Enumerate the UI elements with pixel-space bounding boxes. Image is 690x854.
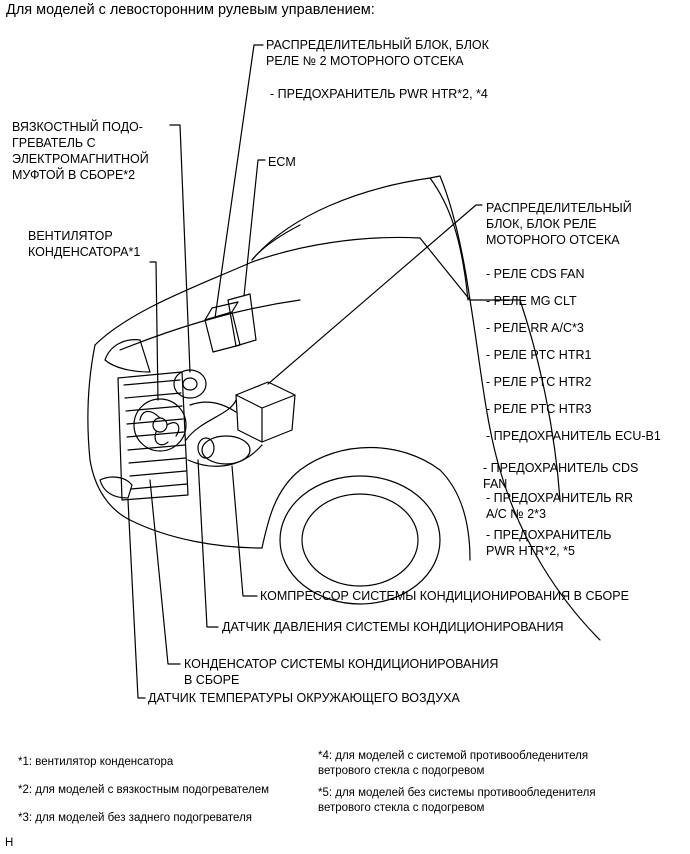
leader-pressure-sensor <box>197 459 219 628</box>
side-body <box>469 299 601 641</box>
ac-pipes <box>185 399 263 467</box>
a-pillar <box>429 177 469 301</box>
label-pressure-sensor: ДАТЧИК ДАВЛЕНИЯ СИСТЕМЫ КОНДИЦИОНИРОВАНИ… <box>222 620 564 634</box>
relay-item-2: - РЕЛЕ RR A/C*3 <box>486 321 584 335</box>
footnote-3: *3: для моделей без заднего подогревател… <box>18 812 253 824</box>
leader-compressor <box>231 465 258 597</box>
relay-item-6: - ПРЕДОХРАНИТЕЛЬ ECU-B1 <box>486 429 661 443</box>
label-compressor: КОМПРЕССОР СИСТЕМЫ КОНДИЦИОНИРОВАНИЯ В С… <box>260 589 629 603</box>
fog-lamp <box>99 476 133 499</box>
footnote-1: *1: вентилятор конденсатора <box>18 756 174 768</box>
label-ambient-sensor: ДАТЧИК ТЕМПЕРАТУРЫ ОКРУЖАЮЩЕГО ВОЗДУХА <box>148 691 460 705</box>
relay-block-2-part <box>204 311 241 353</box>
label-viscous-heater: ВЯЗКОСТНЫЙ ПОДО- ГРЕВАТЕЛЬ С ЭЛЕКТРОМАГН… <box>12 120 149 182</box>
label-condenser: КОНДЕНСАТОР СИСТЕМЫ КОНДИЦИОНИРОВАНИЯ В … <box>184 657 499 687</box>
leader-condenser-fan <box>149 261 159 401</box>
ecm-part <box>227 293 257 347</box>
fender-line <box>261 447 471 561</box>
relay-item-1: - РЕЛЕ MG CLT <box>486 294 577 308</box>
label-relay-block-2: РАСПРЕДЕЛИТЕЛЬНЫЙ БЛОК, БЛОК РЕЛЕ № 2 МО… <box>266 38 489 68</box>
relay-item-0: - РЕЛЕ CDS FAN <box>486 267 585 281</box>
front-wheel <box>279 475 441 605</box>
relay-item-4: - РЕЛЕ PTC HTR2 <box>486 375 592 389</box>
roof-line <box>251 224 301 261</box>
label-ecm: ECM <box>268 155 296 169</box>
door-line <box>469 299 561 501</box>
corner-mark: H <box>5 837 14 849</box>
condenser-fan-part <box>133 398 187 452</box>
relay-item-8: - ПРЕДОХРАНИТЕЛЬ RR A/C № 2*3 <box>486 491 634 521</box>
relay-item-5: - РЕЛЕ PTC HTR3 <box>486 402 592 416</box>
leader-ambient-sensor <box>127 499 146 699</box>
front-fascia <box>87 344 131 521</box>
leader-condenser <box>149 479 181 665</box>
label-relay-block: РАСПРЕДЕЛИТЕЛЬНЫЙ БЛОК, БЛОК РЕЛЕ МОТОРН… <box>486 201 632 247</box>
footnote-4: *4: для моделей с системой противообледе… <box>318 750 589 777</box>
front-bumper <box>129 519 263 549</box>
footnote-5: *5: для моделей без системы противооблед… <box>318 787 596 814</box>
leader-ecm <box>243 159 266 297</box>
relay-item-3: - РЕЛЕ PTC HTR1 <box>486 348 592 362</box>
page-title: Для моделей с левосторонним рулевым упра… <box>6 2 375 18</box>
front-wheel-hub <box>301 493 419 587</box>
leader-viscous-heater <box>169 124 191 373</box>
label-relay-block-2-item: - ПРЕДОХРАНИТЕЛЬ PWR HTR*2, *4 <box>270 87 488 101</box>
hood-crease <box>119 299 301 351</box>
leader-relay-block <box>267 204 483 385</box>
relay-item-9: - ПРЕДОХРАНИТЕЛЬ PWR HTR*2, *5 <box>486 528 612 558</box>
compressor-part <box>201 435 251 465</box>
front-lamp <box>104 339 151 373</box>
condenser-part <box>117 371 189 501</box>
relay-item-7: - ПРЕДОХРАНИТЕЛЬ CDS FAN <box>483 461 639 491</box>
label-condenser-fan: ВЕНТИЛЯТОР КОНДЕНСАТОРА*1 <box>28 229 141 259</box>
relay-block-part <box>235 381 296 443</box>
viscous-heater-part <box>173 369 207 399</box>
leader-relay-block-2 <box>214 44 264 319</box>
footnote-2: *2: для моделей с вязкостным подогревате… <box>18 784 270 796</box>
hood-outline <box>94 236 471 346</box>
